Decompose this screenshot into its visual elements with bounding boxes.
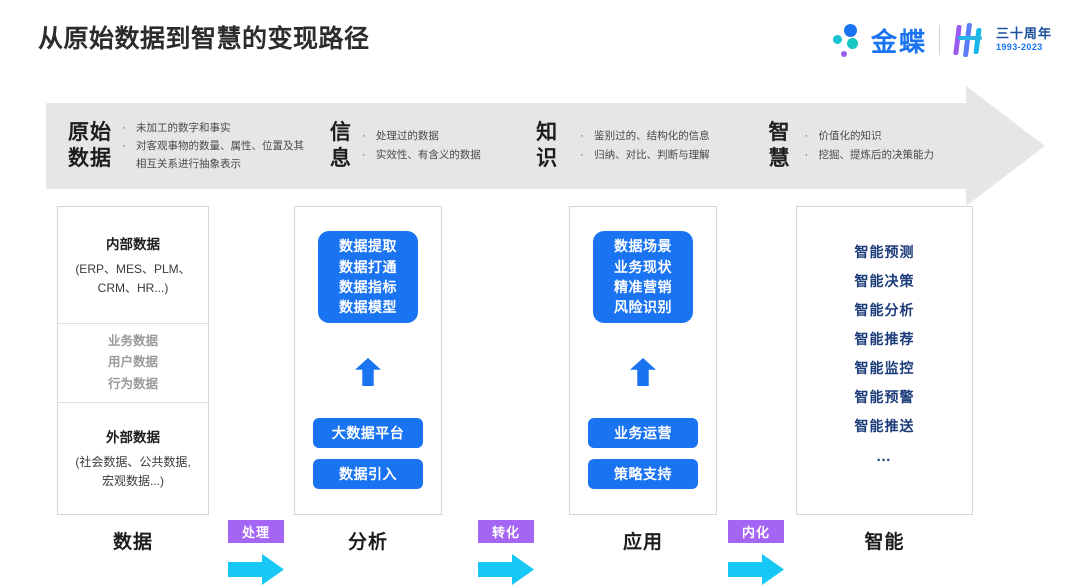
list-ellipsis: … [876, 448, 893, 465]
dikw-bullet-text: 对客观事物的数量、属性、位置及其相互关系进行抽象表示 [136, 140, 304, 171]
list-item: 智能推荐 [854, 331, 915, 347]
dikw-bullet: · 处理过的数据 [362, 127, 481, 146]
dikw-bullet: · 归纳、对比、判断与理解 [580, 146, 710, 165]
dikw-bullet: · 挖掘、提炼后的决策能力 [805, 146, 935, 165]
right-arrow-icon [478, 554, 534, 585]
data-type-item: 业务数据 [107, 333, 158, 348]
connector-transformation: 转化 [478, 520, 534, 585]
dikw-bullets: · 价值化的知识 · 挖掘、提炼后的决策能力 [805, 127, 935, 165]
anniversary-mark-icon [952, 23, 992, 57]
connector-label: 转化 [478, 520, 534, 543]
dikw-bullet: · 对客观事物的数量、属性、位置及其相互关系进行抽象表示 [122, 137, 304, 173]
segment-heading: 内部数据 [106, 236, 160, 252]
column-card-intelligence: 智能预测 智能决策 智能分析 智能推荐 智能监控 智能预警 智能推送 … [796, 206, 973, 515]
dikw-item-information: 信 息 · 处理过的数据 · 实效性、有含义的数据 [330, 120, 532, 171]
segment-subtext: (ERP、MES、PLM、 CRM、HR...) [75, 261, 191, 295]
column-card-analysis: 数据提取 数据打通 数据指标 数据模型 大数据平台 数据引入 [294, 206, 442, 515]
dikw-title: 原始 数据 [68, 121, 112, 170]
analysis-capability-box: 数据提取 数据打通 数据指标 数据模型 [318, 231, 418, 323]
application-capability-box: 数据场景 业务现状 精准营销 风险识别 [593, 231, 693, 323]
list-item: 智能预警 [854, 389, 915, 405]
page-title: 从原始数据到智慧的变现路径 [38, 25, 370, 53]
list-item: 智能预测 [854, 244, 915, 260]
dikw-row: 原始 数据 · 未加工的数字和事实 · 对客观事物的数量、属性、位置及其相互关系… [46, 103, 966, 189]
application-pill: 策略支持 [588, 459, 698, 489]
dikw-title: 智 慧 [768, 121, 791, 170]
dikw-bullet-text: 价值化的知识 [818, 130, 882, 143]
dikw-bullet: · 价值化的知识 [805, 127, 935, 146]
column-card-data: 内部数据 (ERP、MES、PLM、 CRM、HR...) 业务数据 用户数据 … [57, 206, 209, 515]
data-type-item: 行为数据 [107, 376, 158, 391]
dikw-bullet-text: 处理过的数据 [375, 130, 439, 143]
list-item: 智能监控 [854, 360, 915, 376]
column-label-data: 数据 [112, 532, 153, 553]
segment-data-types: 业务数据 用户数据 行为数据 [58, 323, 208, 403]
data-type-item: 用户数据 [107, 355, 158, 370]
anniversary-label: 三十周年 [995, 26, 1052, 42]
bullet-dot-icon: · [361, 149, 366, 161]
dikw-bullet: · 实效性、有含义的数据 [362, 146, 481, 165]
dikw-bullet: · 鉴别过的、结构化的信息 [580, 127, 710, 146]
connector-processing: 处理 [228, 520, 284, 585]
dikw-bullet: · 未加工的数字和事实 [122, 119, 304, 138]
dikw-item-wisdom: 智 慧 · 价值化的知识 · 挖掘、提炼后的决策能力 [769, 120, 966, 171]
dikw-title: 知 识 [536, 121, 559, 170]
bullet-dot-icon: · [804, 130, 809, 143]
segment-internal-data: 内部数据 (ERP、MES、PLM、 CRM、HR...) [58, 207, 208, 323]
column-label-application: 应用 [622, 532, 663, 553]
segment-subtext: (社会数据、公共数据, 宏观数据...) [75, 455, 191, 488]
dikw-bullets: · 处理过的数据 · 实效性、有含义的数据 [362, 127, 481, 165]
dikw-bullets: · 鉴别过的、结构化的信息 · 归纳、对比、判断与理解 [580, 127, 710, 165]
dikw-banner-arrow: 原始 数据 · 未加工的数字和事实 · 对客观事物的数量、属性、位置及其相互关系… [46, 86, 1045, 206]
dikw-title: 信 息 [329, 121, 352, 170]
analysis-pill: 大数据平台 [313, 418, 423, 448]
column-label-analysis: 分析 [347, 532, 388, 553]
bullet-dot-icon: · [804, 149, 809, 161]
bullet-dot-icon: · [361, 130, 366, 143]
bullet-dot-icon: · [122, 140, 126, 153]
right-arrow-icon [228, 554, 284, 585]
right-arrow-icon [728, 554, 784, 585]
kingdee-dots-icon [831, 22, 865, 58]
list-item: 智能推送 [854, 418, 915, 434]
segment-heading: 外部数据 [106, 430, 160, 446]
brand-logo: 金蝶 三十周年 1993-2023 [831, 20, 1052, 60]
dikw-bullet-text: 未加工的数字和事实 [136, 121, 231, 134]
dikw-bullets: · 未加工的数字和事实 · 对客观事物的数量、属性、位置及其相互关系进行抽象表示 [122, 119, 304, 174]
dikw-bullet-text: 归纳、对比、判断与理解 [594, 149, 710, 161]
column-label-intelligence: 智能 [864, 532, 905, 553]
up-arrow-icon [355, 358, 381, 386]
analysis-pill: 数据引入 [313, 459, 423, 489]
connector-internalization: 内化 [728, 520, 784, 585]
logo-divider [938, 25, 940, 55]
dikw-bullet-text: 挖掘、提炼后的决策能力 [818, 149, 935, 161]
bullet-dot-icon: · [122, 121, 126, 134]
dikw-item-knowledge: 知 识 · 鉴别过的、结构化的信息 · 归纳、对比、判断与理解 [536, 120, 766, 171]
bullet-dot-icon: · [580, 149, 584, 161]
list-item: 智能分析 [854, 302, 915, 318]
dikw-bullet-text: 实效性、有含义的数据 [375, 149, 481, 161]
column-card-application: 数据场景 业务现状 精准营销 风险识别 业务运营 策略支持 [569, 206, 717, 515]
anniversary-years: 1993-2023 [995, 42, 1043, 53]
up-arrow-icon [630, 358, 656, 386]
connector-label: 处理 [228, 520, 284, 543]
connector-label: 内化 [728, 520, 784, 543]
intelligence-list: 智能预测 智能决策 智能分析 智能推荐 智能监控 智能预警 智能推送 … [797, 207, 972, 465]
application-pill: 业务运营 [588, 418, 698, 448]
anniversary-text: 三十周年 1993-2023 [995, 26, 1052, 53]
brand-name: 金蝶 [870, 26, 927, 57]
list-item: 智能决策 [854, 273, 915, 289]
segment-external-data: 外部数据 (社会数据、公共数据, 宏观数据...) [58, 403, 208, 514]
dikw-item-raw-data: 原始 数据 · 未加工的数字和事实 · 对客观事物的数量、属性、位置及其相互关系… [68, 119, 322, 174]
bullet-dot-icon: · [580, 130, 584, 143]
flow-diagram: 内部数据 (ERP、MES、PLM、 CRM、HR...) 业务数据 用户数据 … [0, 206, 1080, 585]
dikw-bullet-text: 鉴别过的、结构化的信息 [594, 130, 710, 143]
